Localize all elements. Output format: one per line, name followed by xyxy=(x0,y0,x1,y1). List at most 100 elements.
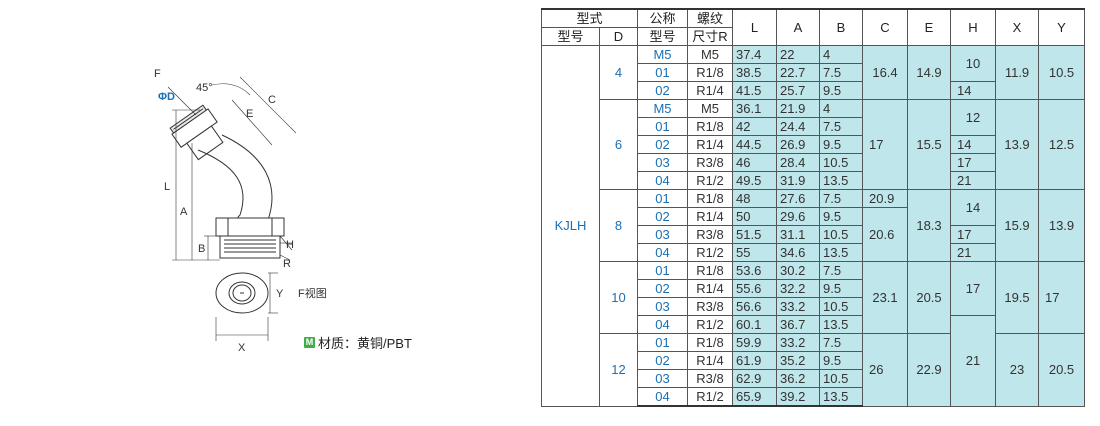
l-value: 61.9 xyxy=(732,351,777,370)
b-value: 9.5 xyxy=(819,135,863,154)
b-value: 13.5 xyxy=(819,243,863,262)
e-value: 14.9 xyxy=(907,45,951,100)
a-value: 39.2 xyxy=(776,387,820,407)
b-value: 4 xyxy=(819,99,863,118)
b-value: 4 xyxy=(819,45,863,64)
a-value: 36.2 xyxy=(776,369,820,388)
nominal-code: 02 xyxy=(637,279,688,298)
l-value: 49.5 xyxy=(732,171,777,190)
l-value: 60.1 xyxy=(732,315,777,334)
b-value: 13.5 xyxy=(819,171,863,190)
thread-size: R3/8 xyxy=(687,297,733,316)
label-phi-d: ΦD xyxy=(158,91,175,103)
l-value: 42 xyxy=(732,117,777,136)
label-l: L xyxy=(164,181,170,193)
y-value: 12.5 xyxy=(1038,99,1085,190)
l-value: 37.4 xyxy=(732,45,777,64)
l-value: 51.5 xyxy=(732,225,777,244)
x-value: 13.9 xyxy=(995,99,1039,190)
b-value: 10.5 xyxy=(819,225,863,244)
label-c: C xyxy=(268,94,276,106)
c-value: 23.1 xyxy=(862,261,908,334)
e-value: 22.9 xyxy=(907,333,951,407)
a-value: 28.4 xyxy=(776,153,820,172)
a-value: 36.7 xyxy=(776,315,820,334)
b-value: 7.5 xyxy=(819,117,863,136)
header-y: Y xyxy=(1038,8,1085,46)
b-value: 10.5 xyxy=(819,297,863,316)
nominal-code: M5 xyxy=(637,99,688,118)
l-value: 65.9 xyxy=(732,387,777,407)
a-value: 34.6 xyxy=(776,243,820,262)
label-f-view: F视图 xyxy=(298,286,327,300)
l-value: 59.9 xyxy=(732,333,777,352)
label-b: B xyxy=(198,243,205,255)
nominal-code: 03 xyxy=(637,153,688,172)
nominal-code: 01 xyxy=(637,333,688,352)
l-value: 56.6 xyxy=(732,297,777,316)
h-value: 12 xyxy=(950,99,996,136)
x-value: 23 xyxy=(995,333,1039,407)
l-value: 48 xyxy=(732,189,777,208)
nominal-code: 01 xyxy=(637,261,688,280)
nominal-code: 04 xyxy=(637,171,688,190)
header-d: D xyxy=(599,27,638,46)
h-value: 21 xyxy=(950,171,996,190)
a-value: 31.1 xyxy=(776,225,820,244)
l-value: 41.5 xyxy=(732,81,777,100)
nominal-code: 03 xyxy=(637,369,688,388)
a-value: 21.9 xyxy=(776,99,820,118)
header-x: X xyxy=(995,8,1039,46)
nominal-code: 03 xyxy=(637,225,688,244)
model-name: KJLH xyxy=(541,45,600,407)
a-value: 24.4 xyxy=(776,117,820,136)
h-value: 17 xyxy=(950,153,996,172)
a-value: 26.9 xyxy=(776,135,820,154)
header-c: C xyxy=(862,8,908,46)
header-b: B xyxy=(819,8,863,46)
e-value: 15.5 xyxy=(907,99,951,190)
material-text: 材质：黄铜/PBT xyxy=(318,336,412,351)
thread-size: R1/2 xyxy=(687,171,733,190)
elbow-fitting-diagram: F ΦD 45° C E L A B H R Y F视图 X xyxy=(154,68,327,354)
h-value: 10 xyxy=(950,45,996,82)
header-thread-2: 尺寸R xyxy=(687,27,733,46)
thread-size: R1/2 xyxy=(687,387,733,407)
l-value: 55.6 xyxy=(732,279,777,298)
nominal-code: 01 xyxy=(637,63,688,82)
h-value: 17 xyxy=(950,261,996,316)
nominal-code: 02 xyxy=(637,135,688,154)
nominal-code: 02 xyxy=(637,81,688,100)
b-value: 13.5 xyxy=(819,387,863,407)
d-value: 4 xyxy=(599,45,638,100)
thread-size: R1/8 xyxy=(687,117,733,136)
thread-size: M5 xyxy=(687,45,733,64)
a-value: 29.6 xyxy=(776,207,820,226)
b-value: 7.5 xyxy=(819,189,863,208)
a-value: 32.2 xyxy=(776,279,820,298)
b-value: 10.5 xyxy=(819,369,863,388)
header-nominal-1: 公称 xyxy=(637,8,688,28)
thread-size: R1/2 xyxy=(687,315,733,334)
h-value: 14 xyxy=(950,189,996,226)
nominal-code: 01 xyxy=(637,189,688,208)
material-note: M 材质：黄铜/PBT xyxy=(304,333,412,352)
thread-size: R1/4 xyxy=(687,207,733,226)
nominal-code: 02 xyxy=(637,207,688,226)
c-value: 20.6 xyxy=(862,207,908,262)
b-value: 9.5 xyxy=(819,351,863,370)
x-value: 11.9 xyxy=(995,45,1039,100)
a-value: 31.9 xyxy=(776,171,820,190)
d-value: 8 xyxy=(599,189,638,262)
b-value: 9.5 xyxy=(819,81,863,100)
b-value: 13.5 xyxy=(819,315,863,334)
l-value: 36.1 xyxy=(732,99,777,118)
fitting-drawing: F ΦD 45° C E L A B H R Y F视图 X xyxy=(140,55,340,355)
l-value: 50 xyxy=(732,207,777,226)
nominal-code: 04 xyxy=(637,387,688,407)
thread-size: R3/8 xyxy=(687,369,733,388)
l-value: 46 xyxy=(732,153,777,172)
nominal-code: 04 xyxy=(637,243,688,262)
header-e: E xyxy=(907,8,951,46)
l-value: 55 xyxy=(732,243,777,262)
